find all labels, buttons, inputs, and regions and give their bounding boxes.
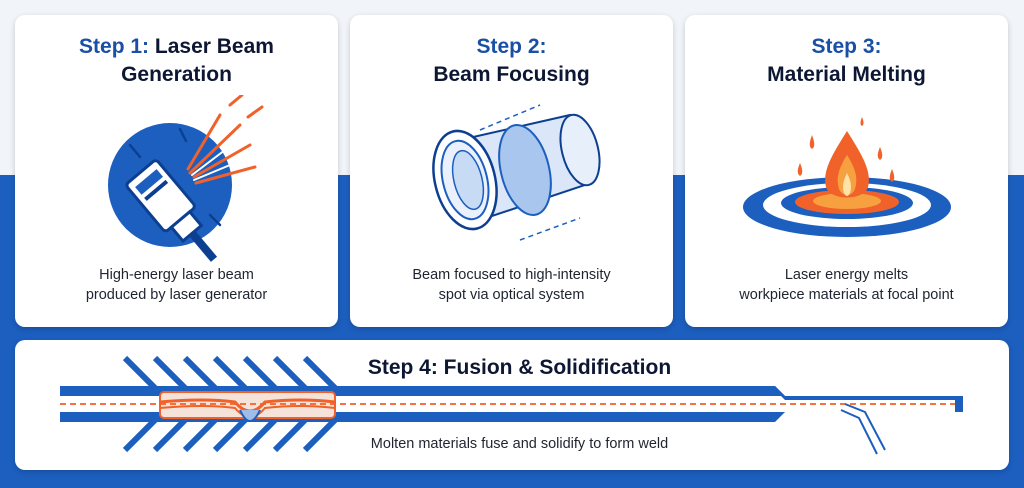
step-3-label: Step 3: xyxy=(811,35,882,58)
step-2-desc-line2: spot via optical system xyxy=(438,287,585,303)
melt-flame-icon xyxy=(743,117,951,237)
step-3-desc-line2: workpiece materials at focal point xyxy=(739,287,954,303)
step-4-description: Molten materials fuse and solidify to fo… xyxy=(370,436,669,452)
step-3-desc-line1: Laser energy melts xyxy=(784,267,909,283)
step-1-description: High-energy laser beam produced by laser… xyxy=(15,265,338,305)
step-4-card: Step 4: Fusion & Solidification Molten m… xyxy=(15,340,1009,470)
step-3-description: Laser energy melts workpiece materials a… xyxy=(685,265,1008,305)
laser-emitter-icon xyxy=(108,95,264,262)
step-1-label: Step 1: xyxy=(79,35,150,58)
step-4-title: Step 4: Fusion & Solidification xyxy=(367,356,672,379)
step-3-card: Step 3: Material Melting Laser energy me… xyxy=(685,15,1008,327)
step-3-title: Step 3: Material Melting xyxy=(685,33,1008,89)
step-2-description: Beam focused to high-intensity spot via … xyxy=(350,265,673,305)
step-1-desc-line2: produced by laser generator xyxy=(85,287,268,303)
optical-lens-icon xyxy=(432,104,601,241)
step-2-title: Step 2: Beam Focusing xyxy=(350,33,673,89)
step-1-title: Step 1: Laser Beam Generation xyxy=(15,33,338,89)
step-2-card: Step 2: Beam Focusing Beam focused to hi… xyxy=(350,15,673,327)
step-2-desc-line1: Beam focused to high-intensity xyxy=(412,267,611,283)
step-2-title-line2: Beam Focusing xyxy=(433,63,590,86)
step-1-title-line1: Laser Beam xyxy=(154,35,274,58)
step-3-title-line2: Material Melting xyxy=(767,63,926,86)
step-1-title-line2: Generation xyxy=(121,63,232,86)
step-1-card: Step 1: Laser Beam Generation xyxy=(15,15,338,327)
weld-seam-icon xyxy=(60,355,963,455)
step-2-label: Step 2: xyxy=(476,35,547,58)
step-1-desc-line1: High-energy laser beam xyxy=(99,267,254,283)
